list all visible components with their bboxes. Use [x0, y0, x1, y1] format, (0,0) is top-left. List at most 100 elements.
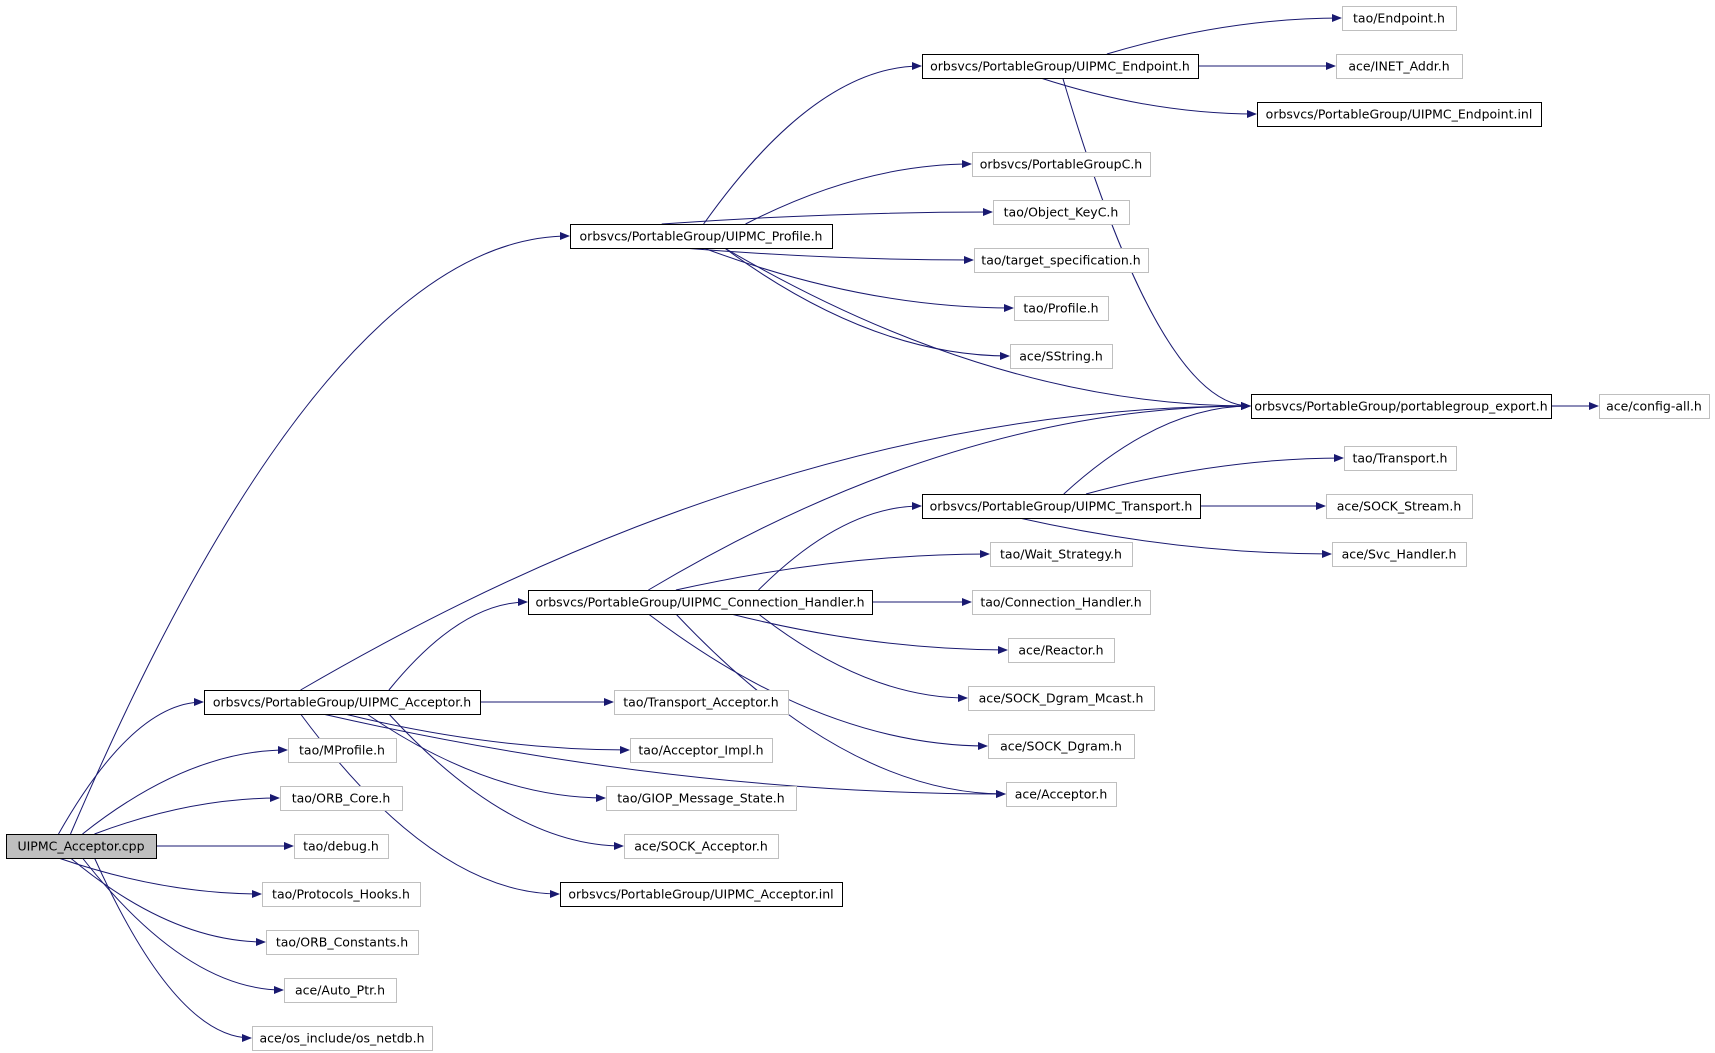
graph-node[interactable]: tao/MProfile.h — [288, 738, 397, 763]
node-box — [1010, 344, 1113, 369]
graph-node[interactable]: ace/SOCK_Dgram.h — [988, 734, 1135, 759]
node-box — [968, 686, 1155, 711]
node-box — [288, 738, 397, 763]
node-box — [262, 882, 421, 907]
node-label: tao/Transport.h — [1353, 451, 1448, 466]
node-label: tao/Acceptor_Impl.h — [638, 743, 763, 758]
node-box — [252, 1026, 433, 1051]
node-box — [606, 786, 797, 811]
graph-node[interactable]: orbsvcs/PortableGroup/UIPMC_Acceptor.inl — [560, 882, 843, 907]
node-box — [284, 978, 397, 1003]
graph-node[interactable]: orbsvcs/PortableGroup/UIPMC_Transport.h — [922, 494, 1201, 519]
node-label: tao/Object_KeyC.h — [1004, 205, 1119, 220]
include-edge — [58, 698, 204, 835]
node-box — [204, 690, 481, 715]
graph-node[interactable]: tao/Connection_Handler.h — [972, 590, 1151, 615]
include-edge — [1063, 402, 1251, 495]
graph-node[interactable]: tao/ORB_Constants.h — [266, 930, 419, 955]
include-edge — [703, 62, 922, 225]
graph-node[interactable]: ace/Auto_Ptr.h — [284, 978, 397, 1003]
include-edge — [1040, 77, 1257, 118]
graph-node[interactable]: tao/Object_KeyC.h — [993, 200, 1130, 225]
graph-node[interactable]: tao/Endpoint.h — [1342, 6, 1457, 31]
graph-node[interactable]: tao/ORB_Core.h — [280, 786, 403, 811]
node-label: ace/os_include/os_netdb.h — [259, 1031, 424, 1046]
graph-node[interactable]: orbsvcs/PortableGroupC.h — [972, 152, 1151, 177]
node-label: ace/INET_Addr.h — [1348, 59, 1449, 74]
graph-node[interactable]: tao/Transport.h — [1344, 446, 1457, 471]
node-box — [1326, 494, 1473, 519]
graph-node[interactable]: orbsvcs/PortableGroup/portablegroup_expo… — [1251, 394, 1552, 419]
node-box — [922, 494, 1201, 519]
node-label: UIPMC_Acceptor.cpp — [17, 839, 144, 854]
graph-node[interactable]: orbsvcs/PortableGroup/UIPMC_Endpoint.inl — [1257, 102, 1542, 127]
graph-node[interactable]: ace/Reactor.h — [1008, 638, 1115, 663]
include-edge — [758, 613, 968, 702]
node-label: ace/SOCK_Dgram.h — [1000, 739, 1122, 754]
node-box — [1006, 782, 1117, 807]
graph-node[interactable]: ace/SOCK_Acceptor.h — [624, 834, 779, 859]
graph-node[interactable]: tao/Protocols_Hooks.h — [262, 882, 421, 907]
node-box — [1332, 542, 1467, 567]
node-box — [6, 834, 157, 859]
node-label: tao/Connection_Handler.h — [980, 595, 1141, 610]
include-edge — [703, 247, 1014, 312]
graph-node[interactable]: ace/SOCK_Stream.h — [1326, 494, 1473, 519]
node-box — [988, 734, 1135, 759]
include-edge — [648, 402, 1251, 591]
node-label: tao/Wait_Strategy.h — [1000, 547, 1122, 562]
node-box — [1251, 394, 1552, 419]
node-label: tao/debug.h — [303, 839, 379, 854]
node-label: tao/Transport_Acceptor.h — [623, 695, 778, 710]
graph-node[interactable]: tao/Transport_Acceptor.h — [614, 690, 789, 715]
node-label: ace/Reactor.h — [1018, 643, 1103, 658]
node-box — [614, 690, 789, 715]
include-edge — [1106, 14, 1342, 55]
node-label: tao/GIOP_Message_State.h — [617, 791, 784, 806]
graph-node[interactable]: tao/Acceptor_Impl.h — [630, 738, 773, 763]
node-box — [1008, 638, 1115, 663]
graph-node[interactable]: tao/debug.h — [294, 834, 389, 859]
graph-node[interactable]: ace/SString.h — [1010, 344, 1113, 369]
node-box — [1344, 446, 1457, 471]
graph-node[interactable]: tao/Wait_Strategy.h — [990, 542, 1133, 567]
graph-node[interactable]: orbsvcs/PortableGroup/UIPMC_Acceptor.h — [204, 690, 481, 715]
include-edge — [322, 713, 1006, 798]
graph-node[interactable]: tao/target_specification.h — [974, 248, 1149, 273]
node-label: tao/Endpoint.h — [1353, 11, 1445, 26]
graph-node[interactable]: orbsvcs/PortableGroup/UIPMC_Profile.h — [570, 224, 833, 249]
nodes: UIPMC_Acceptor.cpp orbsvcs/PortableGroup/… — [6, 6, 1710, 1051]
graph-node[interactable]: tao/Profile.h — [1014, 296, 1109, 321]
node-box — [974, 248, 1149, 273]
include-edge — [724, 247, 1010, 360]
include-edge — [58, 857, 262, 898]
graph-node[interactable]: orbsvcs/PortableGroup/UIPMC_Connection_H… — [528, 590, 873, 615]
node-label: tao/ORB_Constants.h — [276, 935, 408, 950]
graph-node[interactable]: ace/os_include/os_netdb.h — [252, 1026, 433, 1051]
graph-node[interactable]: UIPMC_Acceptor.cpp — [6, 834, 157, 859]
node-label: orbsvcs/PortableGroupC.h — [980, 157, 1142, 172]
node-label: tao/MProfile.h — [299, 743, 385, 758]
graph-node[interactable]: ace/Acceptor.h — [1006, 782, 1117, 807]
graph-node[interactable]: ace/INET_Addr.h — [1336, 54, 1463, 79]
graph-node[interactable]: ace/config-all.h — [1599, 394, 1710, 419]
include-edge — [1085, 454, 1344, 495]
node-box — [528, 590, 873, 615]
include-edge — [300, 402, 1251, 691]
node-box — [1336, 54, 1463, 79]
graph-node[interactable]: orbsvcs/PortableGroup/UIPMC_Endpoint.h — [922, 54, 1199, 79]
node-label: tao/ORB_Core.h — [292, 791, 391, 806]
include-edge — [94, 794, 280, 835]
graph-node[interactable]: ace/SOCK_Dgram_Mcast.h — [968, 686, 1155, 711]
graph-node[interactable]: tao/GIOP_Message_State.h — [606, 786, 797, 811]
node-label: ace/config-all.h — [1606, 399, 1702, 414]
node-label: ace/SOCK_Acceptor.h — [634, 839, 768, 854]
node-box — [570, 224, 833, 249]
graph-node[interactable]: ace/Svc_Handler.h — [1332, 542, 1467, 567]
node-box — [630, 738, 773, 763]
node-box — [1257, 102, 1542, 127]
node-box — [1342, 6, 1457, 31]
node-label: orbsvcs/PortableGroup/UIPMC_Endpoint.inl — [1266, 107, 1533, 122]
include-edge — [344, 713, 630, 754]
